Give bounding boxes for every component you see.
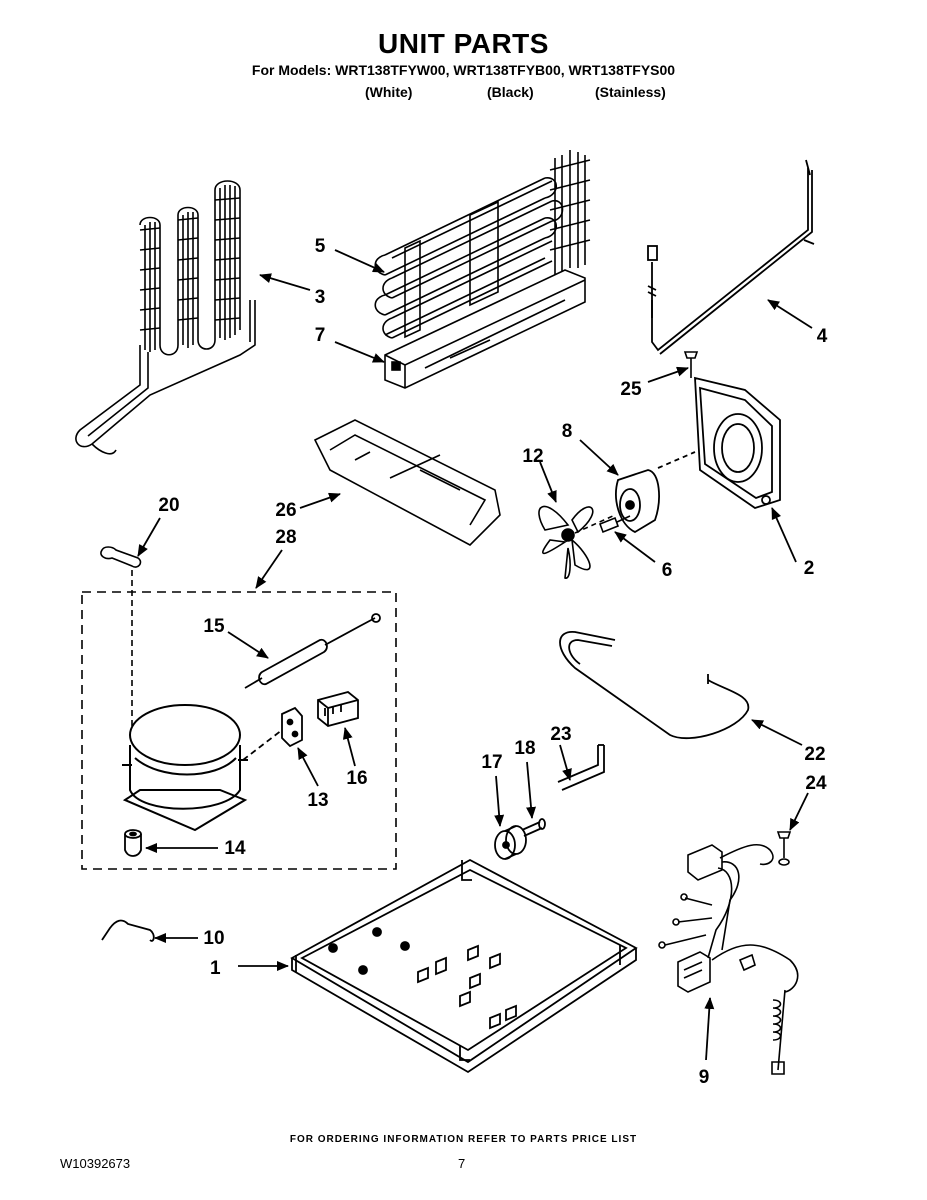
callout-12: 12 — [522, 446, 543, 467]
callout-16: 16 — [346, 768, 367, 789]
leader-arrows — [137, 249, 813, 1061]
part-10-clip — [101, 919, 155, 942]
part-28-kit-box — [81, 591, 397, 870]
part-16-overload — [317, 691, 359, 727]
part-23-tube — [557, 744, 605, 791]
variant-black: (Black) — [487, 84, 534, 100]
callout-10: 10 — [203, 928, 224, 949]
models-line: For Models: WRT138TFYW00, WRT138TFYB00, … — [251, 62, 676, 78]
callout-labels: 1 2 3 4 5 6 7 8 9 10 12 13 14 15 16 17 1… — [158, 236, 827, 1088]
part-20-clip — [100, 546, 142, 730]
callout-4: 4 — [817, 326, 828, 347]
callout-2: 2 — [804, 558, 815, 579]
part-1-base-frame — [290, 858, 638, 1074]
page-number: 7 — [458, 1156, 466, 1171]
part-12-fan-blade — [538, 505, 616, 579]
part-26-drain-pan — [313, 419, 501, 546]
ordering-note: FOR ORDERING INFORMATION REFER TO PARTS … — [289, 1134, 638, 1145]
part-8-fan-motor — [615, 451, 696, 534]
variant-white: (White) — [365, 84, 413, 100]
document-number: W10392673 — [60, 1156, 131, 1171]
part-17-roller — [494, 825, 527, 860]
part-25-screw — [683, 351, 699, 378]
callout-7: 7 — [315, 325, 326, 346]
callout-6: 6 — [662, 560, 673, 581]
callout-26: 26 — [275, 500, 296, 521]
page-title: UNIT PARTS — [378, 28, 549, 59]
callout-22: 22 — [804, 744, 825, 765]
callout-25: 25 — [620, 379, 642, 400]
part-4-heater — [647, 159, 815, 355]
part-6-screw — [598, 515, 631, 534]
callout-5: 5 — [315, 236, 326, 257]
callout-18: 18 — [514, 738, 535, 759]
part-18-bolt — [521, 818, 546, 837]
callout-8: 8 — [562, 421, 573, 442]
callout-14: 14 — [224, 838, 246, 859]
part-14-grommet — [124, 829, 142, 857]
callout-20: 20 — [158, 495, 179, 516]
callout-1: 1 — [210, 958, 221, 979]
callout-24: 24 — [805, 773, 827, 794]
callout-15: 15 — [203, 616, 225, 637]
part-13-relay — [242, 706, 303, 761]
callout-23: 23 — [550, 724, 571, 745]
part-3-condenser — [75, 180, 256, 455]
part-7-drain-trough — [384, 269, 586, 389]
part-9-wire-harness — [658, 843, 799, 1075]
callout-13: 13 — [307, 790, 328, 811]
callout-28: 28 — [275, 527, 296, 548]
part-15-drier — [244, 613, 381, 689]
part-5-evaporator — [374, 150, 591, 339]
callout-9: 9 — [699, 1067, 710, 1088]
callout-3: 3 — [315, 287, 326, 308]
part-22-tubing — [559, 631, 750, 740]
callout-17: 17 — [481, 752, 502, 773]
compressor — [122, 704, 248, 832]
variant-stainless: (Stainless) — [595, 84, 666, 100]
part-2-fan-shroud — [694, 376, 781, 509]
part-24-screw — [776, 831, 792, 866]
